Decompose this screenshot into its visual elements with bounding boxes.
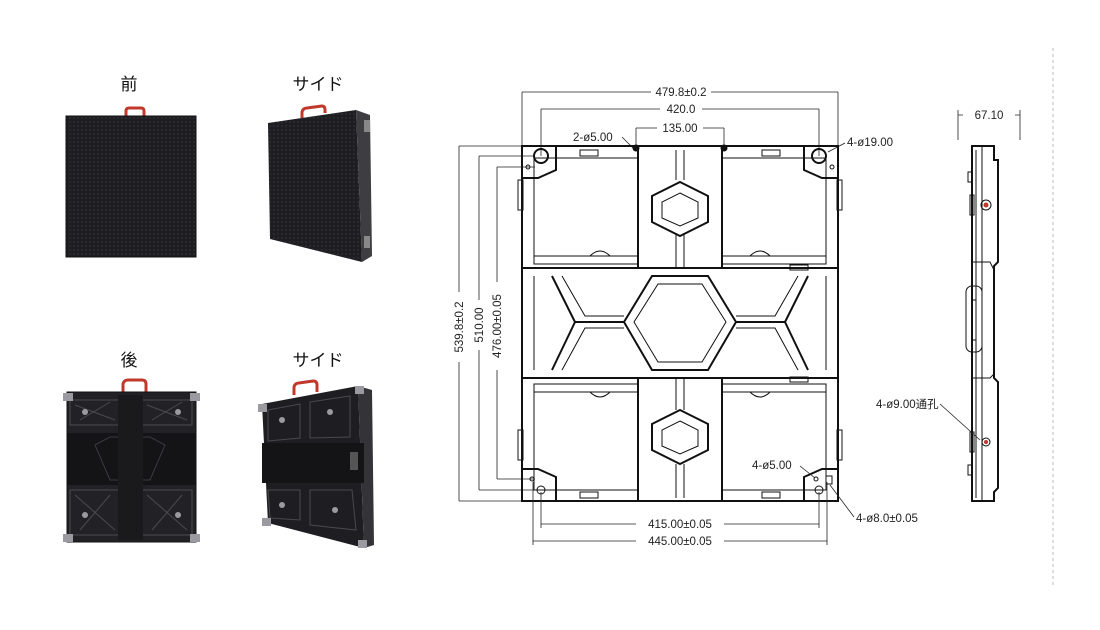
side-label-top: サイド <box>292 75 344 95</box>
side-view-drawing: 67.10 <box>957 108 1021 502</box>
front-label: 前 <box>120 75 138 95</box>
label-pin-holes-top: 2-ø5.00 <box>573 132 613 144</box>
label-width-bottom-inner: 415.00±0.05 <box>648 519 712 531</box>
panel-outline <box>517 145 843 502</box>
dimension-width-holes-top: 420.0 <box>540 102 820 156</box>
label-width-overall: 479.8±0.2 <box>655 87 706 99</box>
dimension-height-inner: 476.00±0.05 <box>489 166 535 480</box>
callout-holes-8: 4-ø8.0±0.05 <box>829 484 918 525</box>
label-holes-8: 4-ø8.0±0.05 <box>856 513 918 525</box>
dimension-width-bottom-outer: 445.00±0.05 <box>532 482 828 548</box>
label-height-inner: 476.00±0.05 <box>492 294 504 358</box>
callout-corner-holes-top: 4-ø19.00 <box>827 137 893 153</box>
label-width-holes-top: 420.0 <box>667 104 696 116</box>
label-small-holes-bottom: 4-ø5.00 <box>752 460 792 472</box>
dimension-width-bottom-inner: 415.00±0.05 <box>540 492 820 531</box>
label-width-bottom-outer: 445.00±0.05 <box>648 536 712 548</box>
label-through-holes: 4-ø9.00通孔 <box>876 398 939 411</box>
dimension-height-overall: 539.8±0.2 <box>451 145 522 502</box>
side-label-bottom: サイド <box>292 351 344 371</box>
dimension-width-overall: 479.8±0.2 <box>521 85 839 148</box>
rear-label: 後 <box>120 351 138 371</box>
label-width-center: 135.00 <box>662 123 697 135</box>
dimension-height-holes: 510.00 <box>471 155 535 491</box>
label-height-overall: 539.8±0.2 <box>454 301 466 352</box>
label-depth: 67.10 <box>975 110 1004 122</box>
callout-through-holes: 4-ø9.00通孔 <box>876 398 981 441</box>
callout-small-holes-bottom: 4-ø5.00 <box>752 460 816 479</box>
label-corner-holes-top: 4-ø19.00 <box>847 137 893 149</box>
dimension-width-center: 135.00 <box>635 121 725 148</box>
corner-holes <box>521 144 839 502</box>
label-height-holes: 510.00 <box>474 307 486 342</box>
